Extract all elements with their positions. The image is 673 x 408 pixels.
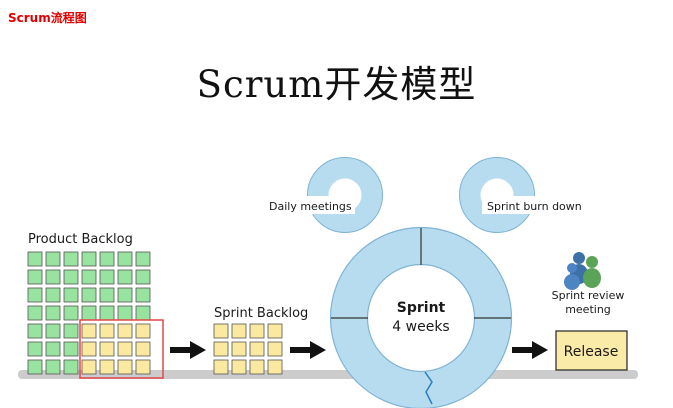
selected-backlog-item — [135, 359, 151, 375]
diagram-title: Scrum开发模型 — [196, 63, 477, 106]
backlog-item — [99, 251, 115, 267]
backlog-item — [63, 269, 79, 285]
selected-backlog-item — [99, 323, 115, 339]
release-box — [555, 330, 628, 371]
sprint-backlog-item — [231, 323, 247, 339]
selected-backlog-item — [99, 359, 115, 375]
arrow-to-release — [512, 341, 548, 359]
sprint-burn-down-label: Sprint burn down — [487, 200, 582, 213]
selected-backlog-item — [135, 323, 151, 339]
backlog-item — [27, 305, 43, 321]
backlog-item — [45, 341, 61, 357]
arrow-to-sprint — [290, 341, 326, 359]
backlog-item — [63, 323, 79, 339]
sprint-backlog-item — [231, 341, 247, 357]
sprint-backlog-item — [213, 341, 229, 357]
sprint-backlog-item — [249, 359, 265, 375]
backlog-item — [45, 323, 61, 339]
backlog-item — [81, 269, 97, 285]
release-label: Release — [564, 344, 619, 360]
backlog-item — [45, 305, 61, 321]
sprint-burn-down-loop — [459, 157, 535, 233]
backlog-item — [63, 251, 79, 267]
selected-backlog-item — [117, 323, 133, 339]
backlog-item — [81, 305, 97, 321]
sprint-backlog-item — [249, 323, 265, 339]
daily-label-bg — [263, 196, 355, 214]
backlog-item — [81, 251, 97, 267]
arrow-to-sprint-backlog — [170, 341, 206, 359]
selected-backlog-item — [117, 359, 133, 375]
sprint-backlog-item — [213, 359, 229, 375]
sprint-backlog-item — [213, 323, 229, 339]
sprint-backlog-label: Sprint Backlog — [214, 306, 308, 321]
sprint-cycle-ring — [329, 226, 513, 408]
sprint-backlog-item — [267, 341, 283, 357]
backlog-item — [27, 287, 43, 303]
sprint-review-label: Sprint review — [552, 289, 625, 302]
backlog-item — [117, 305, 133, 321]
backlog-item — [135, 251, 151, 267]
backlog-item — [63, 359, 79, 375]
team-icon — [564, 252, 601, 290]
sprint-selection-box — [79, 319, 164, 379]
backlog-item — [27, 269, 43, 285]
backlog-item — [117, 287, 133, 303]
daily-meetings-label: Daily meetings — [269, 200, 352, 213]
backlog-item — [45, 251, 61, 267]
page-caption: Scrum流程图 — [8, 11, 87, 25]
sprint-backlog-item — [267, 359, 283, 375]
selected-backlog-item — [81, 323, 97, 339]
selected-backlog-item — [81, 359, 97, 375]
backlog-item — [63, 305, 79, 321]
selected-backlog-item — [135, 341, 151, 357]
sprint-backlog-item — [231, 359, 247, 375]
sprint-duration-label: 4 weeks — [392, 319, 449, 335]
sprint-label: Sprint — [397, 300, 446, 316]
backlog-item — [81, 287, 97, 303]
backlog-item — [117, 269, 133, 285]
backlog-item — [99, 287, 115, 303]
product-backlog-grid — [27, 251, 151, 375]
selected-backlog-item — [117, 341, 133, 357]
backlog-item — [45, 359, 61, 375]
sprint-backlog-item — [267, 323, 283, 339]
sprint-review-meeting-label: meeting — [565, 303, 611, 316]
backlog-item — [27, 359, 43, 375]
backlog-item — [99, 269, 115, 285]
backlog-item — [99, 305, 115, 321]
backlog-item — [27, 323, 43, 339]
backlog-item — [27, 251, 43, 267]
product-backlog-label: Product Backlog — [28, 232, 133, 247]
backlog-item — [45, 269, 61, 285]
backlog-item — [135, 305, 151, 321]
selected-backlog-item — [99, 341, 115, 357]
daily-meetings-loop — [307, 157, 383, 233]
backlog-item — [63, 341, 79, 357]
backlog-item — [135, 269, 151, 285]
burn-label-bg — [482, 196, 587, 214]
sprint-backlog-grid — [213, 323, 283, 375]
selected-backlog-item — [81, 341, 97, 357]
backlog-item — [117, 251, 133, 267]
backlog-item — [45, 287, 61, 303]
backlog-item — [27, 341, 43, 357]
backlog-item — [63, 287, 79, 303]
backlog-item — [135, 287, 151, 303]
sprint-backlog-item — [249, 341, 265, 357]
